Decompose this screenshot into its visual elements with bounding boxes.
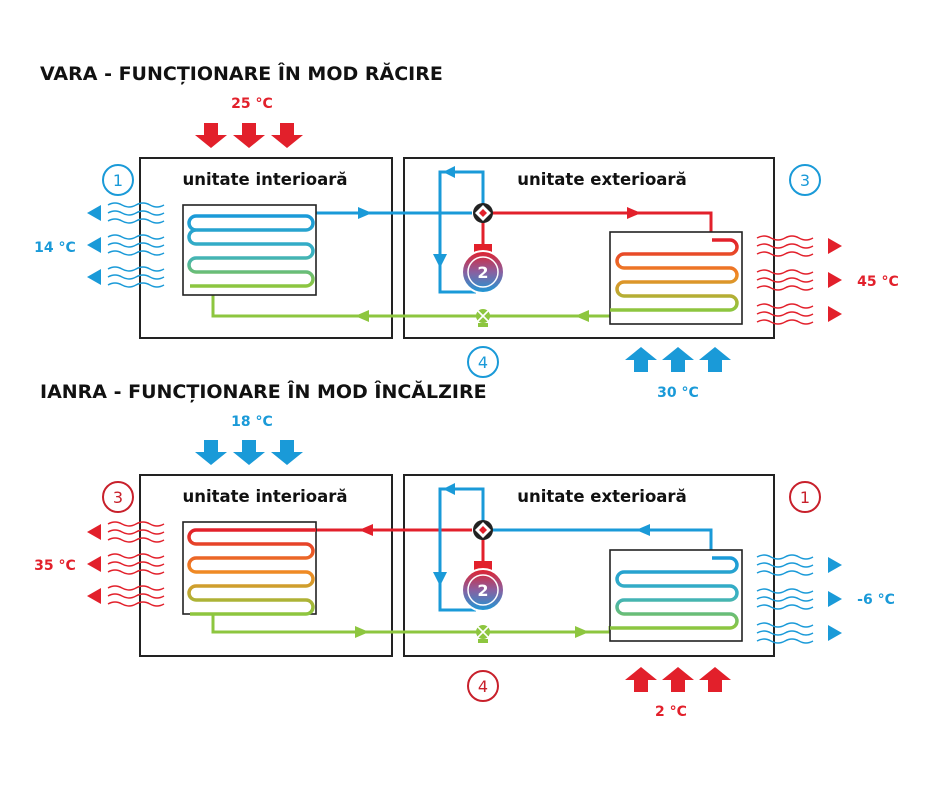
svg-text:1: 1 (800, 488, 810, 507)
winter-badge-outdoor: 1 (789, 481, 821, 513)
winter-expansion-valve-icon (476, 625, 490, 643)
winter-section: IANRA - FUNCȚIONARE ÎN MOD ÎNCĂLZIRE 18 … (34, 379, 895, 720)
right-arrow-icon (828, 557, 842, 573)
summer-reversing-valve-icon (473, 203, 493, 223)
left-arrow-icon (87, 237, 101, 253)
summer-badge-valve: 4 (467, 346, 499, 378)
svg-text:2: 2 (477, 581, 488, 600)
summer-flow-arrows (355, 166, 641, 322)
down-arrow-icon (233, 440, 265, 465)
summer-top-arrows (195, 123, 303, 148)
summer-indoor-coil-box (182, 204, 317, 296)
summer-section: VARA - FUNCȚIONARE ÎN MOD RĂCIRE 25 °C u… (34, 61, 899, 401)
winter-top-arrows (195, 440, 303, 465)
winter-right-air (756, 554, 842, 644)
summer-indoor-label: unitate interioară (182, 170, 347, 189)
right-arrow-icon (828, 591, 842, 607)
left-arrow-icon (87, 524, 101, 540)
up-arrow-icon (625, 667, 657, 692)
winter-left-temp: 35 °C (34, 558, 76, 574)
winter-bottom-arrows (625, 667, 731, 692)
winter-bottom-temp: 2 °C (655, 704, 687, 720)
svg-text:3: 3 (800, 171, 810, 190)
winter-outdoor-label: unitate exterioară (517, 487, 686, 506)
summer-right-air (756, 235, 842, 325)
summer-indoor-coil (187, 214, 315, 288)
up-arrow-icon (662, 667, 694, 692)
summer-indoor-unit (139, 157, 393, 339)
up-arrow-icon (662, 347, 694, 372)
down-arrow-icon (271, 440, 303, 465)
winter-badge-indoor: 3 (102, 481, 134, 513)
left-arrow-icon (87, 588, 101, 604)
winter-indoor-label: unitate interioară (182, 487, 347, 506)
winter-indoor-unit (139, 474, 393, 657)
right-arrow-icon (828, 272, 842, 288)
left-arrow-icon (87, 205, 101, 221)
up-arrow-icon (699, 667, 731, 692)
winter-title: IANRA - FUNCȚIONARE ÎN MOD ÎNCĂLZIRE (40, 379, 487, 403)
summer-top-temp: 25 °C (231, 96, 273, 112)
left-arrow-icon (87, 556, 101, 572)
summer-title: VARA - FUNCȚIONARE ÎN MOD RĂCIRE (40, 61, 443, 85)
down-arrow-icon (195, 440, 227, 465)
summer-right-temp: 45 °C (857, 274, 899, 290)
right-arrow-icon (828, 306, 842, 322)
svg-text:2: 2 (477, 263, 488, 282)
summer-outdoor-coil (610, 238, 739, 312)
winter-indoor-coil (187, 528, 316, 616)
winter-top-temp: 18 °C (231, 414, 273, 430)
summer-compressor-icon: 2 (461, 244, 505, 294)
winter-outdoor-coil-box (609, 549, 743, 642)
svg-text:4: 4 (478, 353, 488, 372)
left-arrow-icon (87, 269, 101, 285)
svg-text:1: 1 (113, 171, 123, 190)
summer-bottom-temp: 30 °C (657, 385, 699, 401)
up-arrow-icon (625, 347, 657, 372)
right-arrow-icon (828, 238, 842, 254)
down-arrow-icon (271, 123, 303, 148)
winter-flow-arrows (355, 483, 650, 638)
winter-right-temp: -6 °C (857, 592, 895, 608)
winter-outdoor-coil (610, 556, 739, 630)
up-arrow-icon (699, 347, 731, 372)
winter-left-air (87, 521, 165, 607)
winter-badge-valve: 4 (467, 670, 499, 702)
winter-compressor-icon: 2 (461, 561, 505, 612)
down-arrow-icon (195, 123, 227, 148)
summer-outdoor-label: unitate exterioară (517, 170, 686, 189)
summer-badge-outdoor: 3 (789, 164, 821, 196)
winter-outdoor-unit (403, 474, 775, 657)
winter-reversing-valve-icon (473, 520, 493, 540)
svg-text:3: 3 (113, 488, 123, 507)
right-arrow-icon (828, 625, 842, 641)
svg-text:4: 4 (478, 677, 488, 696)
down-arrow-icon (233, 123, 265, 148)
summer-left-temp: 14 °C (34, 240, 76, 256)
summer-bottom-arrows (625, 347, 731, 372)
summer-badge-indoor: 1 (102, 164, 134, 196)
summer-expansion-valve-icon (476, 309, 490, 327)
summer-left-air (87, 202, 165, 288)
